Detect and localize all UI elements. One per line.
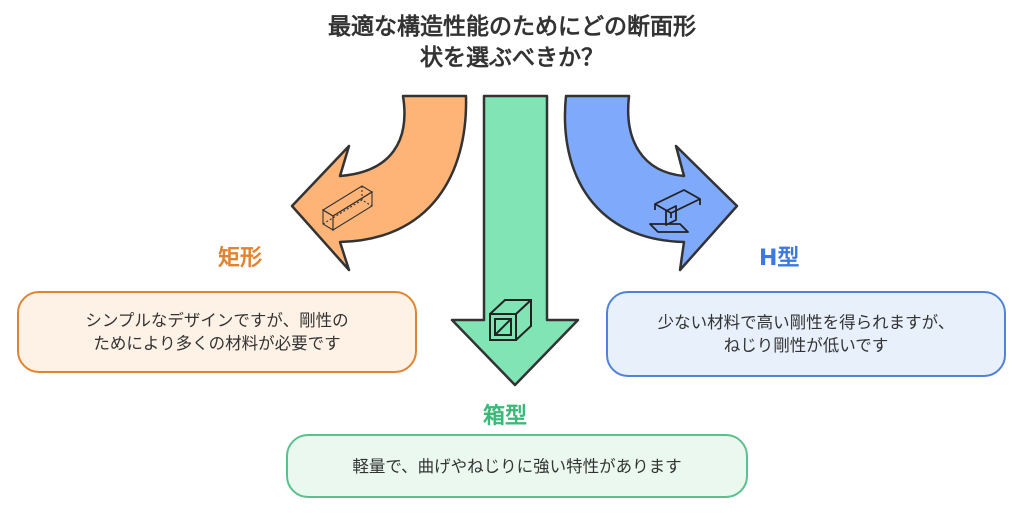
label-h-beam: H型 [759, 246, 800, 271]
hollow-box-section-icon [489, 299, 532, 341]
title-line-1: 最適な構造性能のためにどの断面形 [328, 14, 696, 40]
title-line-2: 状を選ぶべきか？ [420, 45, 604, 71]
desc-h-line-2: ねじり剛性が低いです [723, 336, 889, 355]
desc-box-line-1: 軽量で、曲げやねじりに強い特性があります [352, 456, 682, 476]
desc-box-box-section: 軽量で、曲げやねじりに強い特性があります [286, 434, 748, 498]
desc-box-h-beam: 少ない材料で高い剛性を得られますが、 ねじり剛性が低いです [606, 291, 1006, 377]
desc-box-rect: シンプルなデザインですが、剛性の ためにより多くの材料が必要です [17, 291, 417, 373]
arrow-box [450, 94, 580, 387]
rectangular-bar-icon [321, 185, 374, 231]
label-box-section: 箱型 [483, 404, 528, 429]
arrow-h [563, 94, 739, 272]
desc-rect-line-1: シンプルなデザインですが、剛性の [85, 311, 349, 330]
h-beam-icon [649, 189, 701, 233]
desc-h-line-1: 少ない材料で高い剛性を得られますが、 [657, 313, 955, 332]
arrow-rect [290, 94, 468, 272]
diagram-title: 最適な構造性能のためにどの断面形 状を選ぶべきか？ [262, 12, 762, 74]
desc-rect-line-2: ためにより多くの材料が必要です [93, 334, 341, 353]
label-rect: 矩形 [218, 246, 263, 271]
